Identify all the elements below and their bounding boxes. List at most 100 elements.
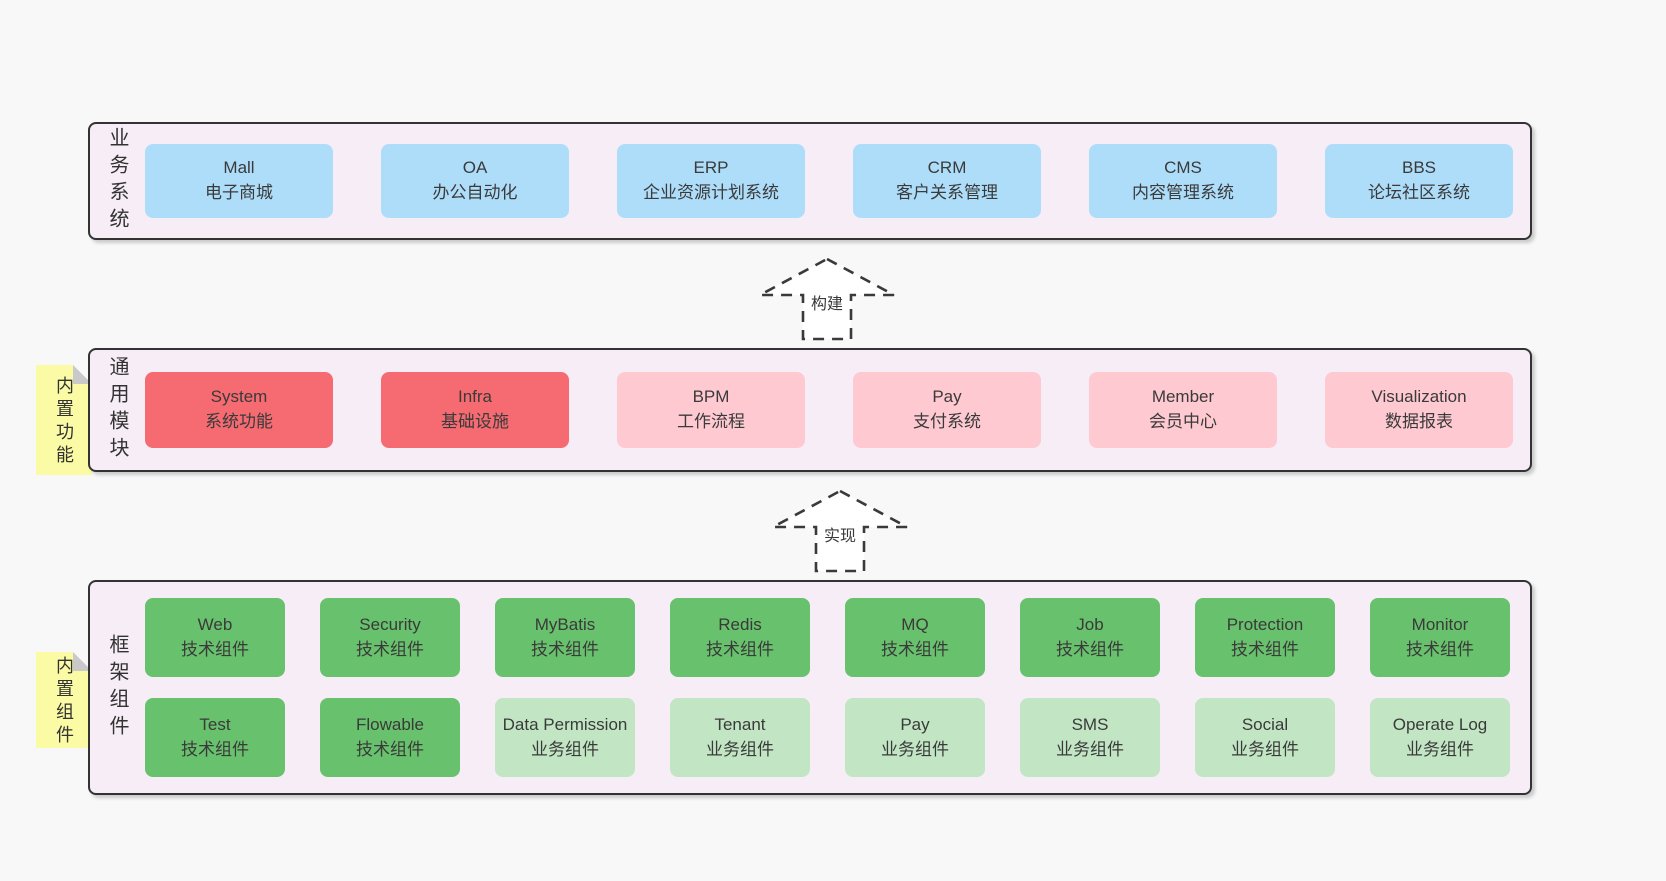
- box-subtitle: 技术组件: [706, 639, 774, 659]
- box-title: Social: [1241, 714, 1289, 734]
- box-subtitle: 业务组件: [1056, 739, 1124, 759]
- box-title: Data Permission: [502, 714, 628, 734]
- box-mybatis: MyBatis 技术组件: [495, 598, 635, 677]
- box-title: Test: [199, 714, 231, 734]
- box-erp: ERP 企业资源计划系统: [617, 144, 805, 218]
- arrow-label: 实现: [820, 522, 860, 546]
- box-subtitle: 技术组件: [1406, 639, 1474, 659]
- box-title: Pay: [932, 387, 962, 407]
- up-arrow-implement: 实现: [770, 488, 910, 574]
- box-subtitle: 支付系统: [913, 412, 981, 431]
- layer-label: 业务系统: [106, 127, 128, 235]
- box-title: OA: [462, 158, 488, 178]
- box-subtitle: 内容管理系统: [1132, 183, 1234, 202]
- box-row: System 系统功能 Infra 基础设施 BPM 工作流程 Pay 支付系统 Member 会…: [145, 372, 1520, 448]
- box-oa: OA 办公自动化: [381, 144, 569, 218]
- box-subtitle: 技术组件: [181, 739, 249, 759]
- box-title: Mall: [223, 158, 255, 178]
- layer-business-systems: 业务系统 Mall 电子商城 OA 办公自动化 ERP 企业资源计划系统 CRM 客户关系管理…: [88, 122, 1532, 240]
- box-title: Job: [1076, 614, 1104, 634]
- box-title: ERP: [693, 158, 729, 178]
- box-operate-log: Operate Log 业务组件: [1370, 698, 1510, 777]
- box-web: Web 技术组件: [145, 598, 285, 677]
- box-title: Operate Log: [1392, 714, 1488, 734]
- box-title: Redis: [718, 614, 762, 634]
- box-title: Visualization: [1371, 387, 1467, 407]
- box-visualization: Visualization 数据报表: [1325, 372, 1513, 448]
- box-mall: Mall 电子商城: [145, 144, 333, 218]
- box-title: Tenant: [714, 714, 766, 734]
- layer-label: 通用模块: [106, 356, 128, 464]
- box-subtitle: 企业资源计划系统: [643, 183, 779, 202]
- box-title: BBS: [1401, 158, 1437, 178]
- box-bpm: BPM 工作流程: [617, 372, 805, 448]
- layer-common-modules: 通用模块 System 系统功能 Infra 基础设施 BPM 工作流程 Pay 支付系统 Me…: [88, 348, 1532, 472]
- box-redis: Redis 技术组件: [670, 598, 810, 677]
- box-subtitle: 会员中心: [1149, 412, 1217, 431]
- sticky-note-label: 内置组件: [54, 655, 74, 748]
- arrow-label: 构建: [807, 290, 847, 314]
- box-title: Infra: [457, 387, 493, 407]
- box-title: System: [210, 387, 268, 407]
- box-tenant: Tenant 业务组件: [670, 698, 810, 777]
- box-social: Social 业务组件: [1195, 698, 1335, 777]
- box-title: Protection: [1226, 614, 1304, 634]
- box-subtitle: 客户关系管理: [896, 183, 998, 202]
- box-subtitle: 技术组件: [356, 739, 424, 759]
- box-subtitle: 技术组件: [1231, 639, 1299, 659]
- box-subtitle: 业务组件: [1406, 739, 1474, 759]
- box-subtitle: 工作流程: [677, 412, 745, 431]
- box-crm: CRM 客户关系管理: [853, 144, 1041, 218]
- box-pay: Pay 支付系统: [853, 372, 1041, 448]
- box-subtitle: 电子商城: [205, 183, 273, 202]
- box-subtitle: 业务组件: [1231, 739, 1299, 759]
- layer-label: 框架组件: [106, 633, 128, 742]
- box-member: Member 会员中心: [1089, 372, 1277, 448]
- box-title: MQ: [901, 614, 929, 634]
- box-subtitle: 论坛社区系统: [1368, 183, 1470, 202]
- box-title: MyBatis: [534, 614, 596, 634]
- sticky-note-builtin-components: 内置组件: [36, 652, 92, 748]
- box-title: CMS: [1164, 158, 1202, 178]
- box-mq: MQ 技术组件: [845, 598, 985, 677]
- box-title: Pay: [900, 714, 930, 734]
- box-pay: Pay 业务组件: [845, 698, 985, 777]
- box-subtitle: 技术组件: [1056, 639, 1124, 659]
- up-arrow-build: 构建: [757, 256, 897, 342]
- box-infra: Infra 基础设施: [381, 372, 569, 448]
- box-subtitle: 业务组件: [706, 739, 774, 759]
- box-subtitle: 办公自动化: [432, 183, 518, 202]
- box-title: Web: [197, 614, 233, 634]
- box-subtitle: 技术组件: [356, 639, 424, 659]
- box-title: BPM: [692, 387, 730, 407]
- box-title: CRM: [927, 158, 967, 178]
- folded-corner-icon: [73, 365, 92, 384]
- layer-rows: Mall 电子商城 OA 办公自动化 ERP 企业资源计划系统 CRM 客户关系管理 CMS 内容…: [145, 124, 1520, 238]
- box-subtitle: 系统功能: [205, 412, 273, 431]
- box-subtitle: 业务组件: [881, 739, 949, 759]
- box-title: Flowable: [355, 714, 425, 734]
- box-bbs: BBS 论坛社区系统: [1325, 144, 1513, 218]
- box-subtitle: 技术组件: [181, 639, 249, 659]
- folded-corner-icon: [73, 652, 92, 671]
- box-test: Test 技术组件: [145, 698, 285, 777]
- box-subtitle: 数据报表: [1385, 412, 1453, 431]
- box-subtitle: 业务组件: [531, 739, 599, 759]
- box-subtitle: 技术组件: [531, 639, 599, 659]
- box-protection: Protection 技术组件: [1195, 598, 1335, 677]
- box-flowable: Flowable 技术组件: [320, 698, 460, 777]
- box-data-permission: Data Permission 业务组件: [495, 698, 635, 777]
- sticky-note-builtin-features: 内置功能: [36, 365, 92, 475]
- box-subtitle: 基础设施: [441, 412, 509, 431]
- box-title: Member: [1151, 387, 1215, 407]
- box-job: Job 技术组件: [1020, 598, 1160, 677]
- box-subtitle: 技术组件: [881, 639, 949, 659]
